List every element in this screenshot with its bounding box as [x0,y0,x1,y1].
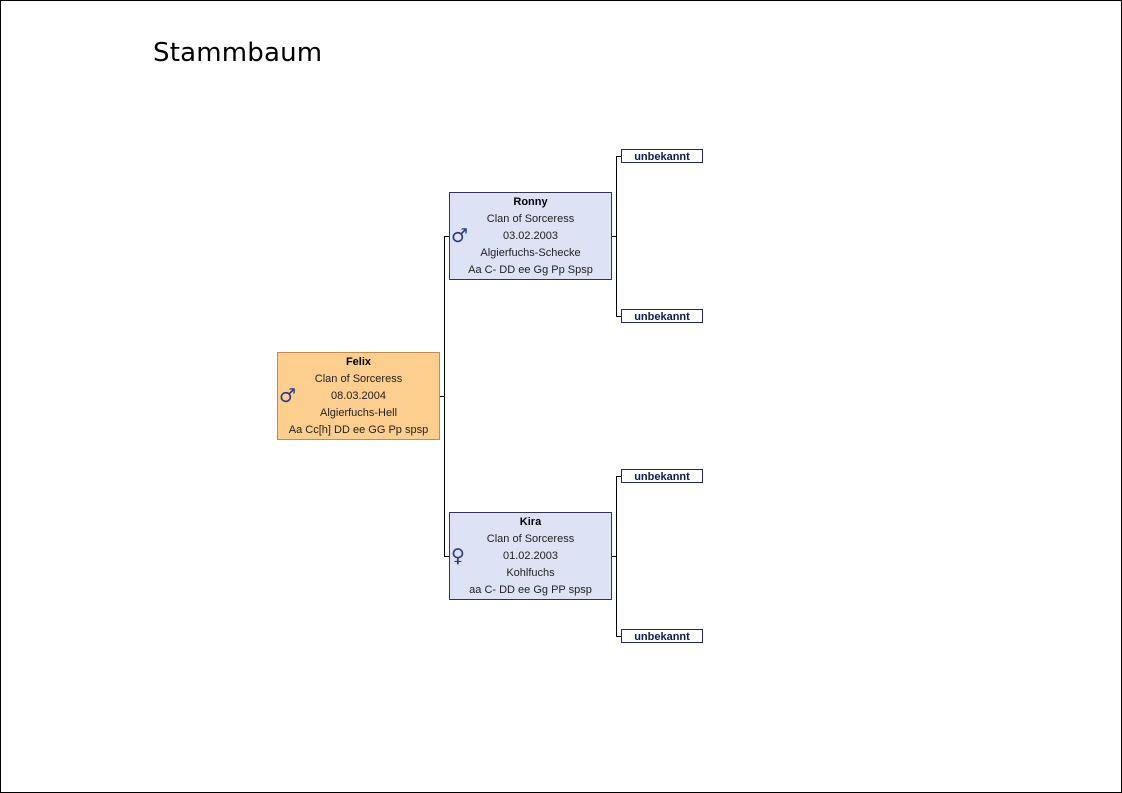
grandparent-maternal-mother[interactable]: unbekannt [621,629,703,643]
connector-mother-grandparents [616,476,617,637]
connector-gp3 [616,476,621,477]
subject-genotype: Aa Cc[h] DD ee GG Pp spsp [288,424,429,436]
subject-color: Algierfuchs-Hell [319,407,398,419]
male-icon: ♂ [451,225,469,247]
subject-birthdate: 08.03.2004 [330,390,387,402]
male-icon: ♂ [279,385,297,407]
grandparent-paternal-mother[interactable]: unbekannt [621,309,703,323]
card-mother[interactable]: ♀ Kira Clan of Sorceress 01.02.2003 Kohl… [449,512,612,600]
connector-father [444,236,449,237]
connector-gp1 [616,156,621,157]
connector-father-grandparents [616,156,617,317]
mother-color: Kohlfuchs [506,567,555,579]
connector-gp4 [616,636,621,637]
father-birthdate: 03.02.2003 [502,230,559,242]
mother-birthdate: 01.02.2003 [502,550,559,562]
father-name: Ronny [513,196,548,208]
father-color: Algierfuchs-Schecke [480,247,581,259]
card-father[interactable]: ♂ Ronny Clan of Sorceress 03.02.2003 Alg… [449,192,612,280]
connector-gp2 [616,316,621,317]
subject-name: Felix [345,356,372,368]
mother-name: Kira [519,516,542,528]
connector-mother-out [611,556,616,557]
page-title: Stammbaum [153,38,323,68]
mother-genotype: aa C- DD ee Gg PP spsp [469,584,592,596]
connector-subject [440,396,444,397]
female-icon: ♀ [451,545,465,567]
connector-father-out [611,236,616,237]
grandparent-paternal-father[interactable]: unbekannt [621,149,703,163]
card-subject[interactable]: ♂ Felix Clan of Sorceress 08.03.2004 Alg… [277,352,440,440]
connector-parents-vertical [444,236,445,557]
subject-breeder: Clan of Sorceress [314,373,403,385]
connector-mother [444,556,449,557]
mother-breeder: Clan of Sorceress [486,533,575,545]
grandparent-maternal-father[interactable]: unbekannt [621,469,703,483]
father-genotype: Aa C- DD ee Gg Pp Spsp [468,264,593,276]
father-breeder: Clan of Sorceress [486,213,575,225]
